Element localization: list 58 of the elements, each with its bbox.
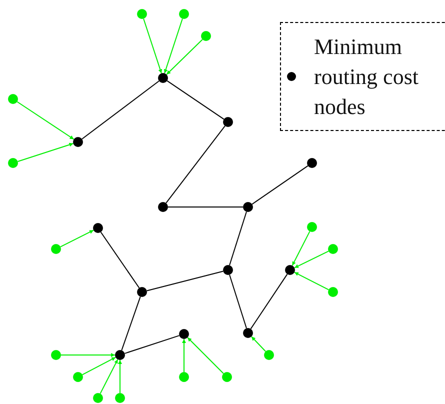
arrow: [118, 360, 122, 394]
dot: [307, 158, 317, 168]
dot: [328, 244, 338, 254]
connector-line: [166, 80, 224, 120]
connector-line: [82, 80, 160, 140]
dot: [222, 372, 232, 382]
dot: [73, 372, 83, 382]
arrow: [250, 336, 266, 352]
connector-line: [166, 125, 226, 204]
connector-line: [124, 335, 180, 354]
dot: [137, 287, 147, 297]
connector-line: [121, 296, 141, 351]
dot: [8, 158, 18, 168]
connector-line: [146, 270, 224, 292]
arrow: [164, 18, 183, 74]
dot: [328, 287, 338, 297]
dot: [115, 350, 125, 360]
arrow: [292, 230, 310, 266]
dot: [243, 202, 253, 212]
connector-line: [250, 274, 288, 330]
connector-line: [229, 274, 247, 329]
dot: [115, 393, 125, 403]
arrow: [16, 101, 74, 140]
arrow: [166, 39, 203, 75]
connector-line: [229, 211, 247, 266]
dot: [201, 31, 211, 41]
arrow: [60, 353, 116, 357]
dot: [93, 393, 103, 403]
dot: [93, 223, 103, 233]
dot: [285, 265, 295, 275]
dot: [179, 329, 189, 339]
dot: [223, 117, 233, 127]
arrow: [100, 358, 118, 394]
dot: [73, 137, 83, 147]
dot: [307, 222, 317, 232]
legend-text: Minimum routing cost nodes: [314, 32, 420, 120]
dot: [179, 9, 189, 19]
dot: [8, 94, 18, 104]
arrow: [182, 338, 186, 372]
dot: [179, 372, 189, 382]
arrow: [187, 337, 224, 374]
connector-line: [252, 165, 308, 205]
connector-line: [100, 232, 140, 288]
dot: [158, 202, 168, 212]
arrow: [294, 250, 329, 268]
dot: [243, 328, 253, 338]
dot: [51, 350, 61, 360]
arrow: [60, 230, 94, 248]
dot: [158, 73, 168, 83]
dot: [223, 265, 233, 275]
connector-line: [168, 206, 244, 208]
dot: [264, 350, 274, 360]
arrow: [143, 18, 162, 74]
dot: [137, 9, 147, 19]
arrow: [294, 272, 330, 290]
arrow: [17, 142, 74, 162]
arrow: [82, 356, 116, 376]
dot: [51, 244, 61, 254]
